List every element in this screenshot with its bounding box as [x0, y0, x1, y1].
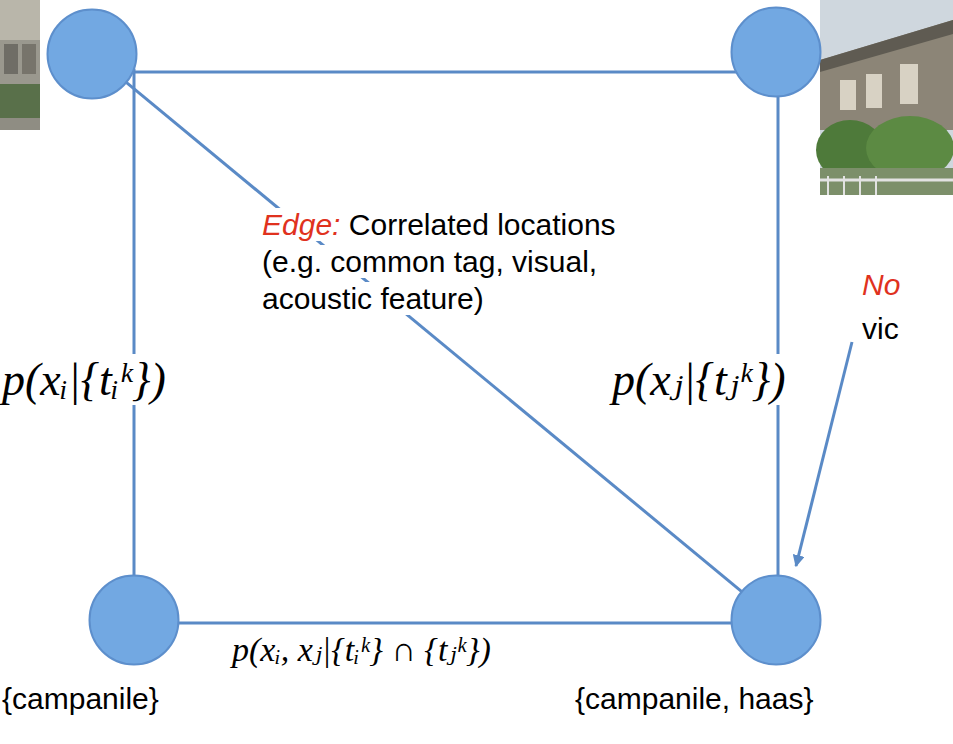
photo-lawn: [820, 168, 953, 195]
node-tag-set: {campanile}: [2, 682, 159, 715]
campus-photo-right: [816, 0, 953, 195]
node-circle-shape: [730, 574, 822, 666]
photo-building: [820, 20, 953, 130]
photo-window: [22, 44, 36, 74]
photo-path: [0, 118, 40, 130]
campus-photo-left: [0, 0, 40, 130]
edge-label-holder: p(xᵢ, xⱼ|{tᵢᵏ} ∩ {tⱼᵏ}): [232, 628, 491, 672]
node-circle: [732, 8, 821, 97]
node-potential: p(xⱼ|{tⱼᵏ}): [612, 354, 786, 405]
correlation-edge: [126, 82, 741, 591]
node-tag-set: {campanile, haas}: [575, 682, 814, 715]
node-circle-shape: [88, 574, 180, 666]
edge-potential: p(xᵢ, xⱼ|{tᵢᵏ} ∩ {tⱼᵏ}): [232, 631, 491, 668]
edge-note: Edge:Correlated locations (e.g. common t…: [262, 206, 647, 317]
node-circle-shape: [730, 6, 822, 98]
node-note-fragment: vic: [862, 312, 899, 345]
node-circle: [732, 576, 821, 665]
node-note-fragment: No: [862, 268, 900, 301]
correlation-edge: [178, 622, 731, 625]
photo-fence: [827, 176, 829, 195]
graph-node: {campanile}: [88, 574, 180, 666]
photo-fence: [859, 176, 861, 195]
graph-node: [730, 6, 822, 98]
photo-window: [866, 74, 882, 108]
correlation-edge: [133, 69, 136, 576]
photo-fence: [843, 176, 845, 195]
correlation-edge: [777, 96, 780, 575]
node-potential: p(xᵢ|{tᵢᵏ}): [2, 354, 166, 405]
label-holder: vic: [862, 310, 899, 347]
label-holder: p(xᵢ|{tᵢᵏ}): [2, 352, 166, 408]
label-holder: No: [862, 266, 900, 303]
correlation-edge: [133, 71, 737, 74]
photo-fence: [875, 176, 877, 195]
node-circle: [48, 10, 137, 99]
photo-window: [4, 44, 18, 74]
edge-heading: Edge:: [262, 208, 340, 241]
photo-roof: [820, 20, 953, 72]
node-circle-shape: [46, 8, 138, 100]
photo-ground: [0, 0, 40, 130]
photo-window: [900, 64, 918, 104]
label-holder: p(xⱼ|{tⱼᵏ}): [612, 352, 786, 408]
node-caption-holder: {campanile}: [2, 680, 159, 717]
leader-arrow: [796, 342, 852, 566]
node-circle: [90, 576, 179, 665]
photo-foliage: [0, 84, 40, 130]
photo-window: [840, 80, 856, 110]
graph-node: [46, 8, 138, 100]
node-caption-holder: {campanile, haas}: [575, 680, 814, 717]
photo-wall: [0, 0, 40, 40]
graph-node: {campanile, haas}: [730, 574, 822, 666]
photo-fence: [820, 179, 953, 182]
